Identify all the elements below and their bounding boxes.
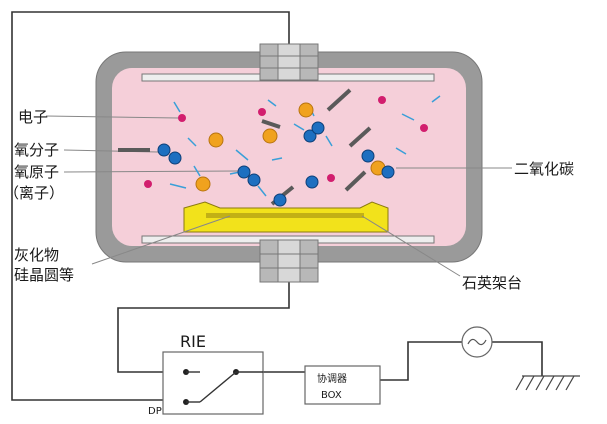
circuit-wires (11, 11, 543, 401)
oxygen-molecules (157, 121, 395, 207)
rie-unit (162, 351, 264, 415)
wafer (206, 213, 364, 218)
ground-symbol (515, 375, 580, 391)
label-oxygen-molecule: 氧分子 (14, 141, 60, 159)
label-wafer: 硅晶圆等 (14, 266, 75, 284)
label-ash: 灰化物 (14, 246, 60, 264)
rf-source (461, 326, 493, 358)
label-co2: 二氧化碳 (514, 160, 575, 178)
label-matching: 协调器 (317, 374, 347, 385)
vacuum-chamber (95, 43, 483, 283)
label-quartz-stage: 石英架台 (462, 274, 523, 292)
label-box: BOX (321, 390, 342, 401)
label-dp: DP (148, 406, 162, 417)
electrons (144, 96, 428, 188)
label-rie: RIE (180, 332, 206, 351)
label-electron: 电子 (18, 108, 49, 126)
label-oxygen-atom: 氧原子 (14, 163, 60, 181)
matching-box (304, 365, 381, 405)
label-ion: （离子） (4, 184, 65, 202)
oxygen-atoms (195, 102, 386, 192)
